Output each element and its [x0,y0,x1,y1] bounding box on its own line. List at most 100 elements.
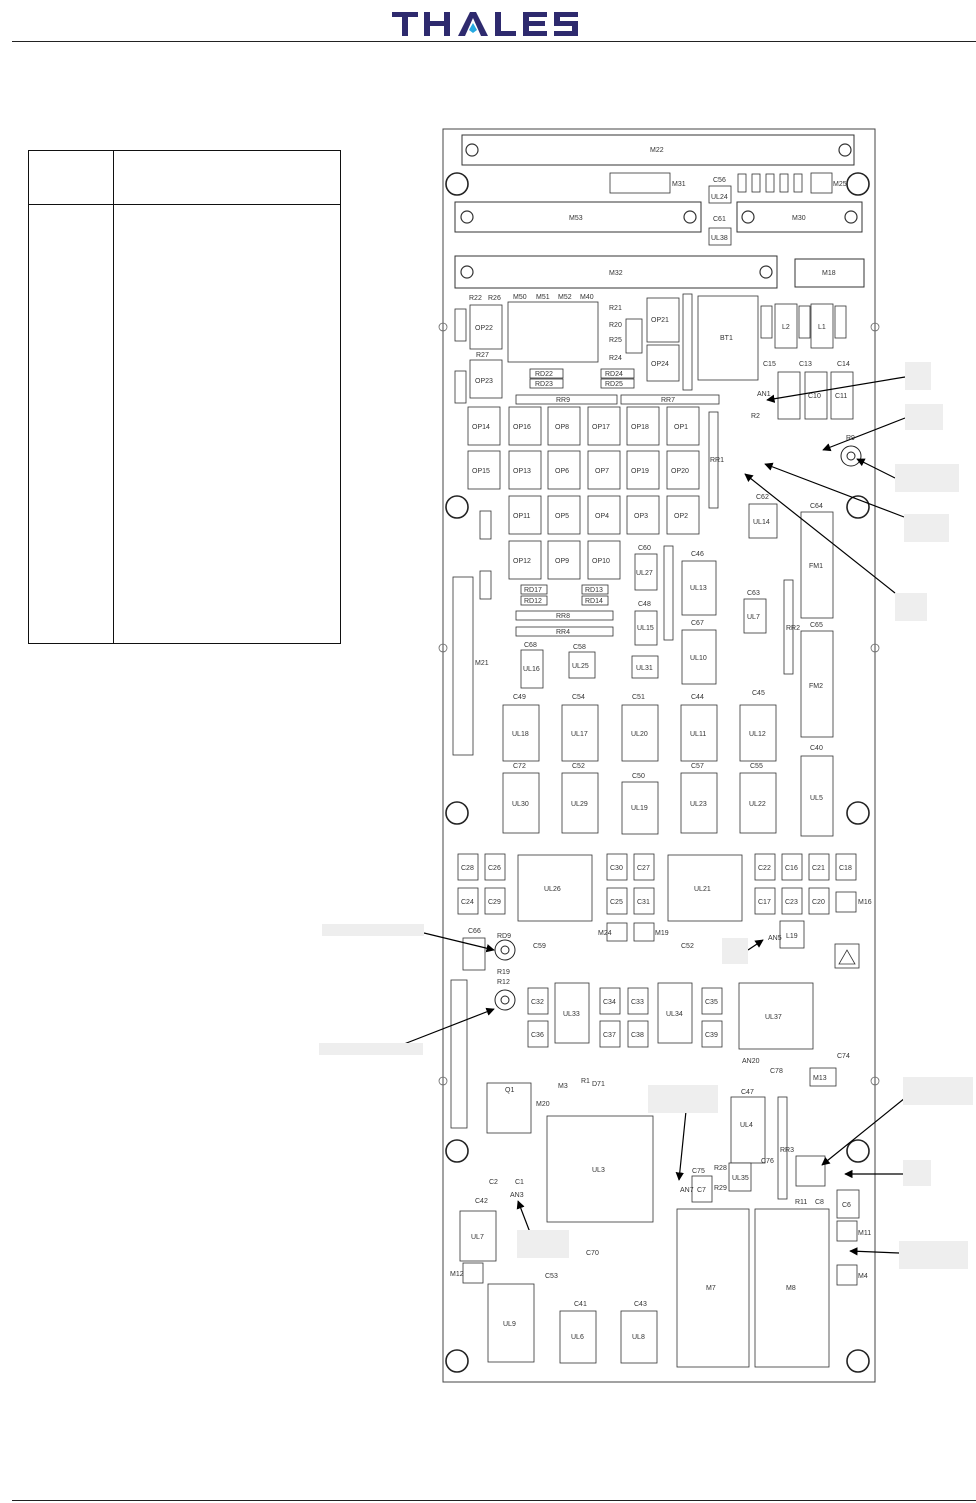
label-c2: C2 [489,1179,498,1186]
label-r20: R20 [609,322,622,329]
edge-hole [870,322,880,332]
label-c56: C56 [713,177,726,184]
label-c45: C45 [752,690,765,697]
label-m13: M13 [813,1075,827,1082]
op-block [547,540,581,580]
label-c11: C11 [835,393,847,400]
op-block [508,540,542,580]
label-ul31: UL31 [636,665,653,672]
label-ul21: UL21 [694,886,711,893]
callout-arrow [747,939,764,951]
label-ul26: UL26 [544,886,561,893]
label-ul18: UL18 [512,731,529,738]
op-block [547,450,581,490]
label-r19: R19 [497,969,510,976]
label-op19: OP19 [631,468,649,475]
label-ul34: UL34 [666,1011,683,1018]
resistor [760,305,773,339]
resistor [751,173,761,193]
inductor-l19 [779,920,805,949]
label-ul15: UL15 [637,625,654,632]
label-op14: OP14 [472,424,490,431]
callout-arrow [822,417,906,452]
label-c67: C67 [691,620,704,627]
callout-label-box [903,1160,931,1186]
edge-hole [438,1076,448,1086]
label-op20: OP20 [671,468,689,475]
label-op8: OP8 [555,424,569,431]
label-m51: M51 [536,294,550,301]
board-outline [442,128,876,1383]
label-op24: OP24 [651,361,669,368]
label-m18: M18 [822,270,836,277]
label-r28: R28 [714,1165,727,1172]
op-block [508,495,542,535]
callout-arrow [766,376,906,403]
capacitor [606,887,628,915]
label-c52: C52 [681,943,694,950]
label-c58: C58 [573,644,586,651]
connector-screw [844,210,858,224]
callout-label-box [722,938,748,964]
connector-screw [683,210,697,224]
label-r12: R12 [497,979,510,986]
capacitor [808,853,830,881]
mounting-hole [445,1349,469,1373]
label-ul8: UL8 [632,1334,645,1341]
ic-ul33 [554,982,590,1044]
legend-table [28,150,341,644]
capacitor [754,887,776,915]
label-c62: C62 [756,494,769,501]
header-m4 [836,1264,858,1286]
label-ul38: UL38 [711,235,728,242]
ic-ul27 [634,553,658,591]
callout-arrow [856,458,896,479]
label-rr1: RR1 [710,457,724,464]
label-ul14: UL14 [753,519,770,526]
header-m31 [609,172,671,194]
label-fm1: FM1 [809,563,823,570]
ic-ul31 [631,655,659,679]
resistor [479,570,492,600]
label-c22: C22 [758,865,771,872]
resistor [581,595,609,606]
label-c40: C40 [810,745,823,752]
label-c31: C31 [637,899,650,906]
label-op13: OP13 [513,468,531,475]
label-rr7: RR7 [661,397,675,404]
callout-label-box [903,1077,973,1105]
ic-ul7 [743,598,767,634]
ic-ul30 [502,772,540,834]
label-ul29: UL29 [571,801,588,808]
potentiometer-rd8 [494,989,516,1011]
capacitor [484,887,506,915]
label-c50: C50 [632,773,645,780]
label-c39: C39 [705,1032,718,1039]
resistor-pack [515,394,618,405]
label-rd9: RD9 [497,933,511,940]
label-c26: C26 [488,865,501,872]
label-c15: C15 [763,361,776,368]
op-block [508,450,542,490]
label-op12: OP12 [513,558,531,565]
label-m7: M7 [706,1285,716,1292]
label-l19: L19 [786,933,798,940]
resistor [454,308,467,342]
capacitor [781,887,803,915]
label-l2: L2 [782,324,790,331]
label-op16: OP16 [513,424,531,431]
capacitor [633,853,655,881]
capacitor [484,853,506,881]
label-c16: C16 [785,865,798,872]
ic-ul34 [657,982,693,1044]
op-block [587,450,621,490]
footer-rule [12,1500,976,1501]
label-m31: M31 [672,181,686,188]
label-op9: OP9 [555,558,569,565]
ic-ul24 [708,185,732,204]
edge-hole [438,643,448,653]
label-op11: OP11 [513,513,530,520]
label-c38: C38 [631,1032,644,1039]
label-an5: AN5 [768,935,782,942]
capacitor [701,987,723,1015]
